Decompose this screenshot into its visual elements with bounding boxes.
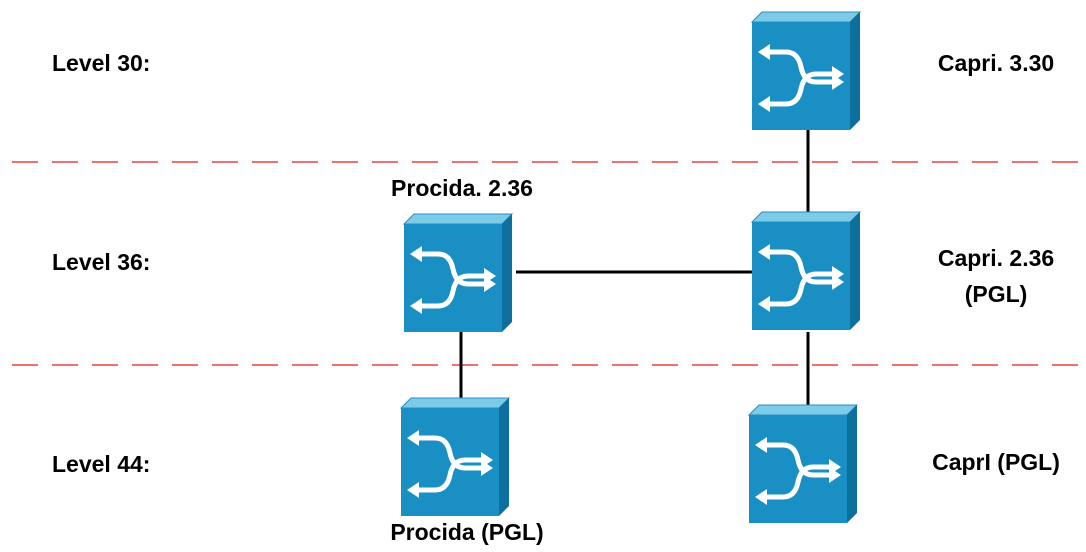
- switch-procida-pgl-icon: [401, 398, 509, 516]
- switch-capri-236-icon: [752, 212, 860, 330]
- switch-procida-236-icon: [404, 214, 512, 332]
- node-label-capri-330: Capri. 3.30: [938, 50, 1054, 76]
- node-label-capri-pgl: CaprI (PGL): [932, 449, 1060, 475]
- level-36-label: Level 36:: [52, 249, 150, 275]
- node-label-procida-pgl: Procida (PGL): [390, 519, 543, 545]
- switch-capri-330-icon: [752, 12, 860, 130]
- switch-capri-pgl-icon: [749, 405, 857, 523]
- node-label-capri-236-pgl: (PGL): [965, 281, 1028, 307]
- level-30-label: Level 30:: [52, 50, 150, 76]
- node-label-capri-236: Capri. 2.36: [938, 245, 1054, 271]
- level-44-label: Level 44:: [52, 451, 150, 477]
- node-label-procida-236: Procida. 2.36: [391, 175, 533, 201]
